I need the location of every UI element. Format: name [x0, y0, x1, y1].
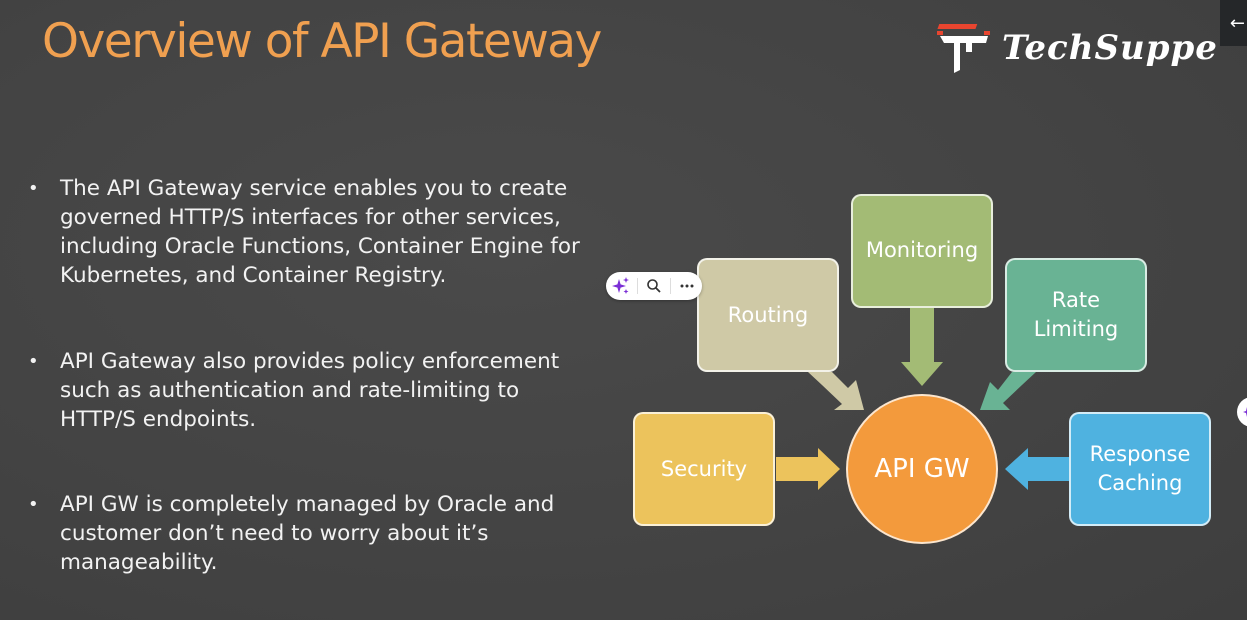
node-rate-limiting: Rate Limiting	[1005, 258, 1147, 372]
toolbar-divider	[636, 278, 638, 294]
techsupper-logo: TechSuppe	[936, 22, 1218, 74]
arrow-left-icon: ←	[1229, 12, 1245, 34]
bullet-glyph: •	[28, 351, 39, 372]
bullet-item: • API GW is completely managed by Oracle…	[28, 490, 560, 577]
node-monitoring: Monitoring	[851, 194, 993, 308]
logo-text: TechSuppe	[1002, 28, 1218, 68]
bullet-text: API GW is completely managed by Oracle a…	[60, 492, 555, 575]
arrow-routing	[808, 372, 864, 410]
more-options-button[interactable]	[674, 274, 700, 298]
side-panel-handle[interactable]	[1237, 397, 1247, 427]
bullet-text: API Gateway also provides policy enforce…	[60, 349, 560, 432]
bullet-item: • The API Gateway service enables you to…	[28, 174, 590, 290]
node-label: Rate Limiting	[1033, 288, 1119, 341]
node-security: Security	[633, 412, 775, 526]
arrow-security	[776, 448, 840, 490]
node-api-gw: API GW	[846, 394, 998, 544]
bullet-glyph: •	[28, 494, 39, 515]
arrow-rate-limiting	[980, 372, 1036, 410]
node-label: Response Caching	[1089, 442, 1191, 495]
node-label: Monitoring	[865, 238, 979, 262]
logo-mark-icon	[936, 22, 992, 74]
bullet-item: • API Gateway also provides policy enfor…	[28, 347, 560, 434]
center-label: API GW	[874, 454, 970, 484]
sparkle-icon	[1243, 407, 1247, 417]
back-button[interactable]: ←	[1220, 0, 1247, 46]
node-label: Routing	[727, 302, 809, 327]
arrow-response-caching	[1005, 448, 1070, 490]
visual-search-button[interactable]	[641, 274, 667, 298]
search-icon	[647, 279, 661, 293]
slide-title: Overview of API Gateway	[42, 14, 602, 69]
sparkle-icon	[611, 277, 629, 294]
ai-sparkle-button[interactable]	[608, 274, 634, 298]
bullet-text: The API Gateway service enables you to c…	[60, 176, 580, 288]
arrow-monitoring	[901, 308, 943, 386]
more-icon	[680, 284, 694, 288]
bullet-glyph: •	[28, 178, 39, 199]
toolbar-divider	[670, 278, 672, 294]
node-response-caching: Response Caching	[1069, 412, 1211, 526]
node-routing: Routing	[697, 258, 839, 372]
floating-toolbar	[606, 272, 702, 300]
node-label: Security	[660, 456, 748, 481]
